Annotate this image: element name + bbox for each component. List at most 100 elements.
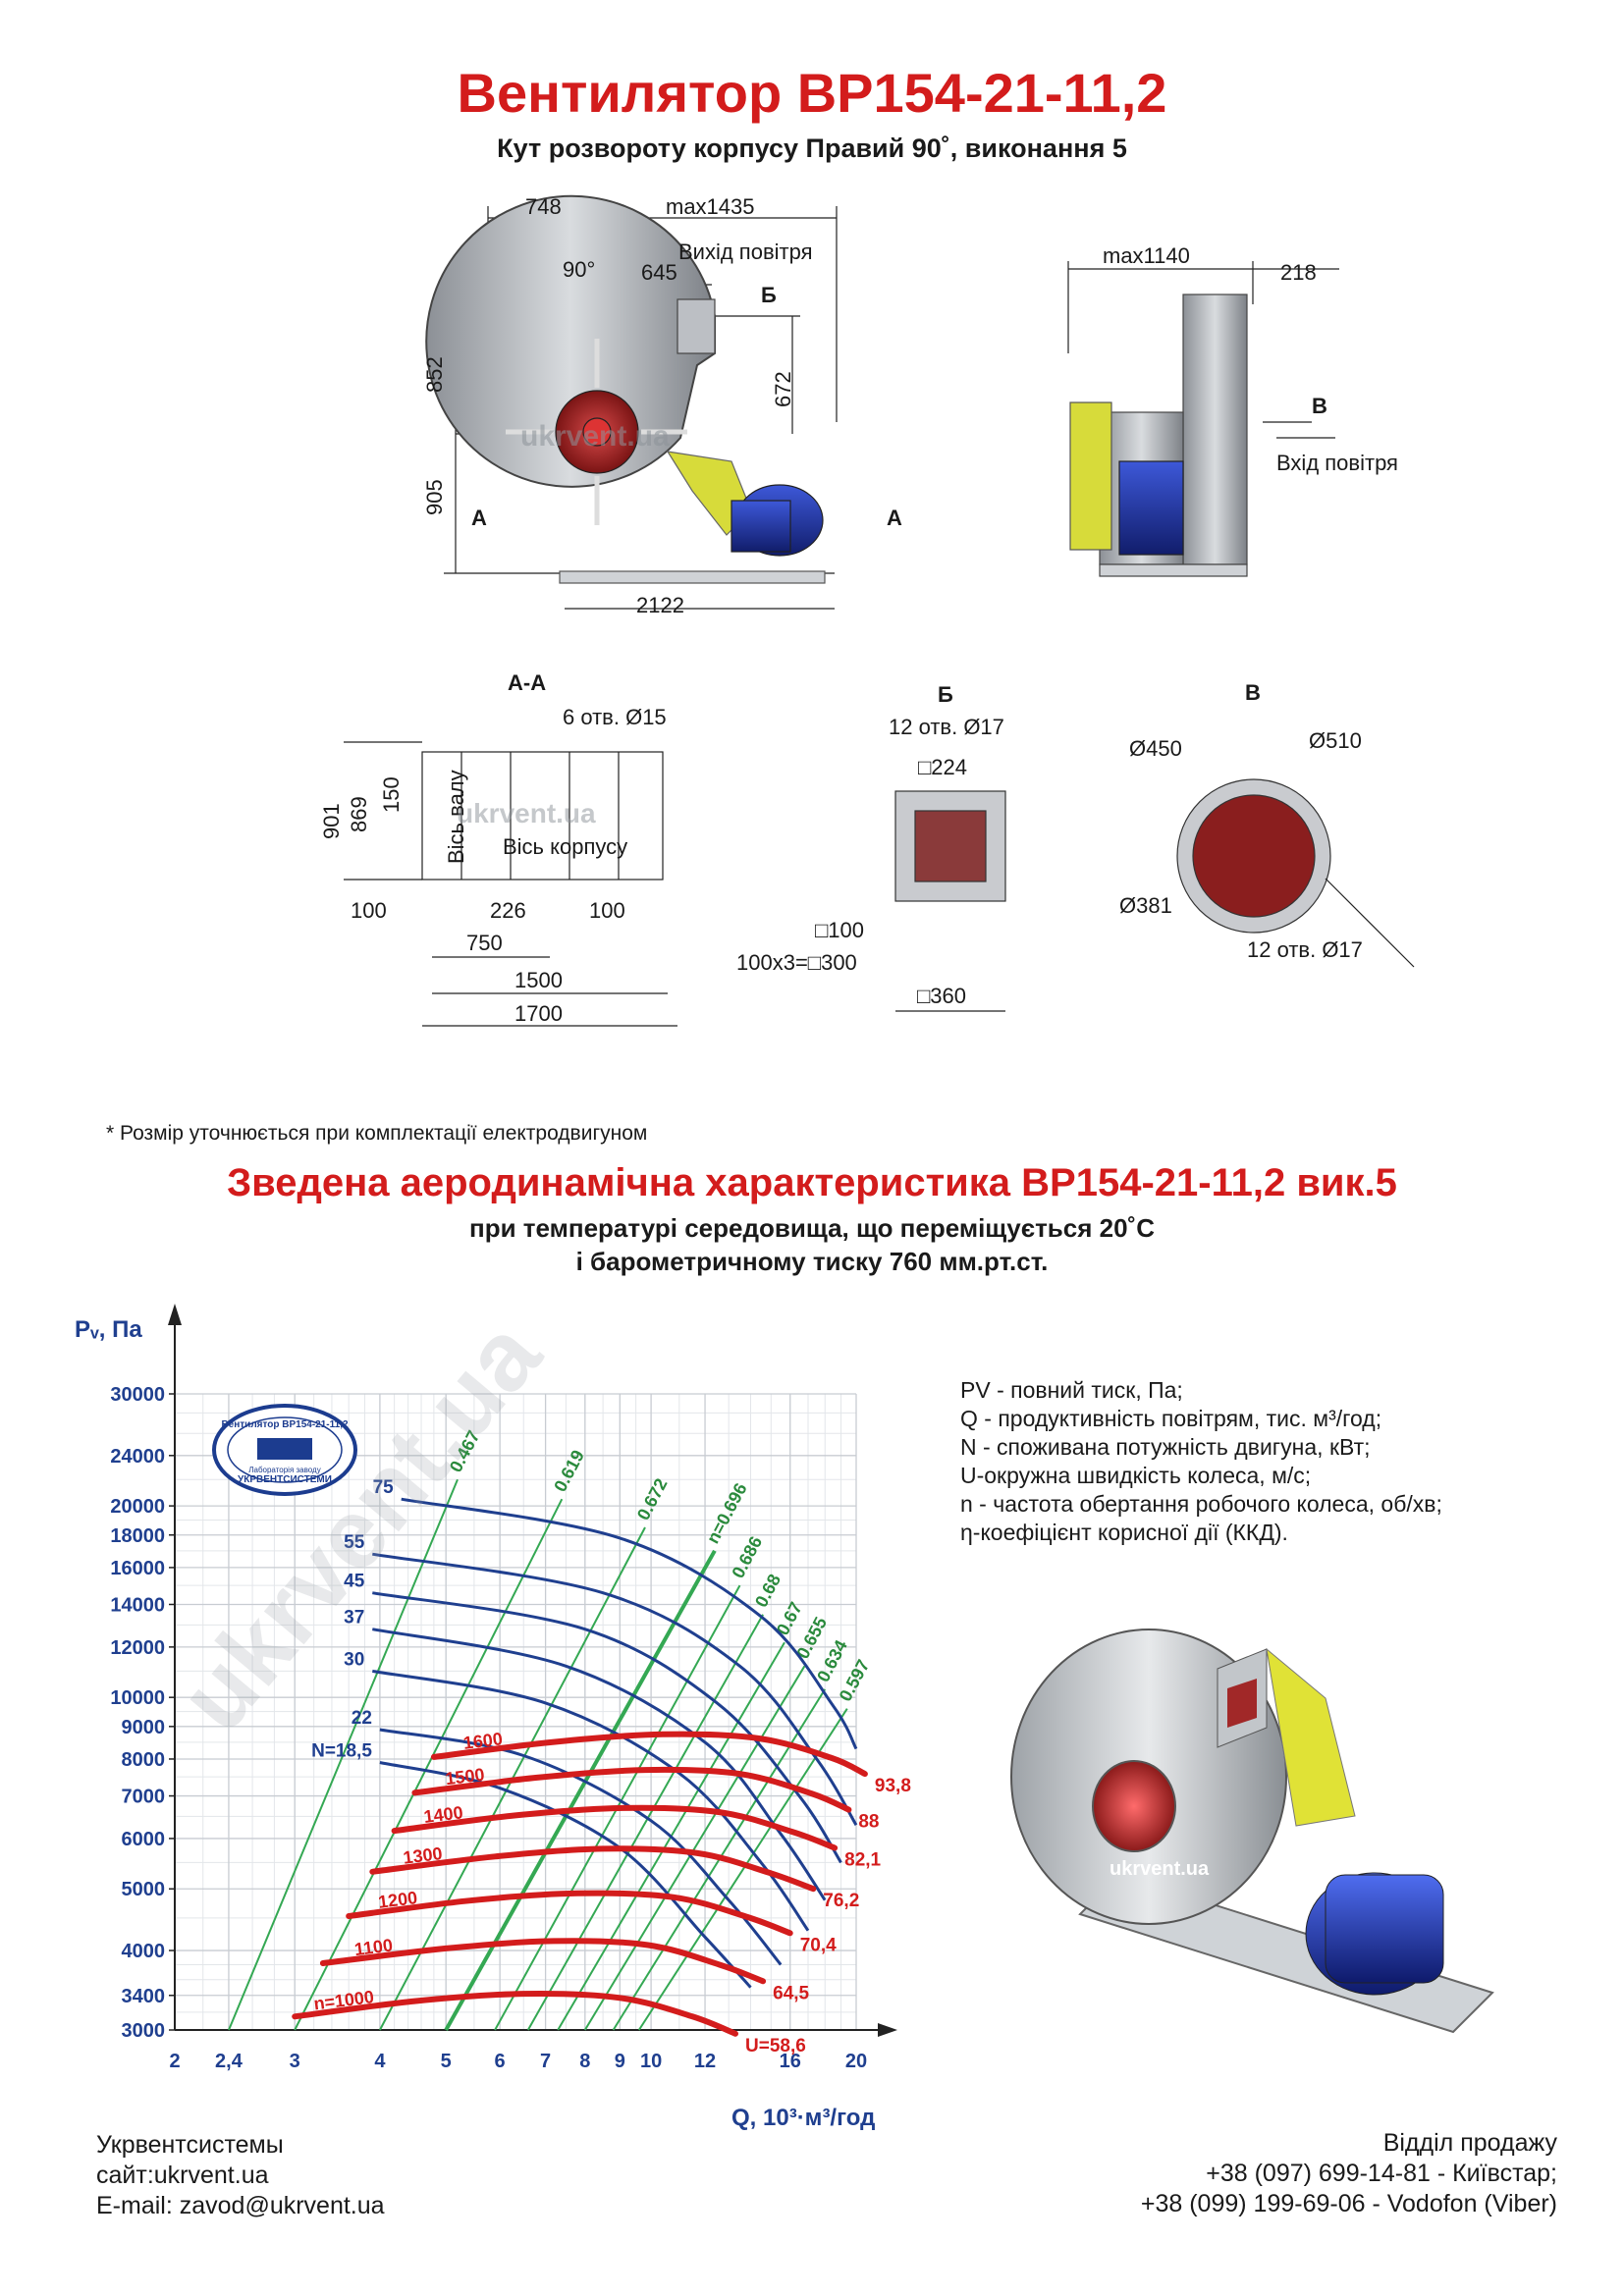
section-v: В Ø450 Ø510 Ø381 12 отв. Ø17 [1119, 680, 1415, 968]
section-b: Б 12 отв. Ø17 □224 □100 100х3=□300 □360 [736, 682, 1006, 1012]
sales-department: Відділ продажу [1382, 2129, 1557, 2157]
y-tick-label: 12000 [110, 1637, 165, 1659]
velocity-label: 93,8 [875, 1776, 911, 1796]
svg-text:100х3=□300: 100х3=□300 [736, 950, 857, 975]
power-line [372, 1591, 842, 1864]
power-label: 45 [344, 1572, 365, 1592]
velocity-label: 70,4 [800, 1935, 837, 1955]
efficiency-line [526, 1614, 764, 2031]
speed-line [346, 1890, 793, 1937]
x-tick-label: 16 [780, 2051, 801, 2072]
y-tick-label: 30000 [110, 1384, 165, 1406]
chart-grid [174, 1393, 857, 2031]
svg-text:100: 100 [351, 898, 387, 923]
svg-text:Вихід повітря: Вихід повітря [678, 240, 813, 264]
front-view: 748 max1435 645 90° Вихід повітря Б 852 … [422, 194, 902, 617]
phone-vodafone[interactable]: +38 (099) 199-69-06 - Vodofon (Viber) [1140, 2190, 1557, 2217]
svg-text:750: 750 [466, 931, 503, 955]
power-line [401, 1497, 858, 1750]
phone-kyivstar[interactable]: +38 (097) 699-14-81 - Київстар; [1206, 2160, 1557, 2187]
speed-lines: n=1000U=58,6110064,5120070,4130076,21400… [292, 1729, 911, 2056]
svg-text:218: 218 [1280, 260, 1317, 285]
page-subtitle: Кут розвороту корпусу Правий 90˚, викона… [497, 133, 1127, 163]
svg-text:□224: □224 [918, 755, 967, 779]
svg-text:В: В [1245, 680, 1261, 705]
x-tick-label: 2 [169, 2051, 180, 2072]
y-axis-arrow [168, 1304, 182, 1325]
x-tick-label: 2,4 [215, 2051, 244, 2072]
email-link[interactable]: E-mail: zavod@ukrvent.ua [96, 2192, 385, 2219]
x-tick-label: 8 [579, 2051, 590, 2072]
svg-text:852: 852 [422, 356, 447, 393]
illustration-watermark: ukrvent.ua [1110, 1858, 1210, 1880]
speed-label: 1600 [462, 1729, 504, 1753]
x-tick-label: 6 [495, 2051, 506, 2072]
svg-text:Ø450: Ø450 [1129, 736, 1182, 761]
x-axis-label: Q, 10³·м³/год [731, 2105, 875, 2131]
svg-text:869: 869 [347, 796, 371, 832]
efficiency-line [637, 1708, 848, 2031]
svg-text:645: 645 [641, 260, 677, 285]
svg-text:УКРВЕНТСИСТЕМИ: УКРВЕНТСИСТЕМИ [238, 1474, 332, 1485]
speed-line [391, 1804, 839, 1851]
x-tick-label: 3 [290, 2051, 300, 2072]
chart-title: Зведена аеродинамічна характеристика ВР1… [227, 1161, 1397, 1204]
svg-text:6 отв. Ø15: 6 отв. Ø15 [563, 705, 667, 729]
svg-text:□100: □100 [815, 918, 864, 942]
power-line [372, 1628, 827, 1901]
section-aa: А-А 6 отв. Ø15 901 869 150 Вісь валу Віс… [319, 670, 677, 1027]
svg-text:Лабораторія заводу: Лабораторія заводу [248, 1466, 320, 1474]
y-tick-label: 18000 [110, 1525, 165, 1547]
x-tick-label: 12 [694, 2051, 716, 2072]
efficiency-line [444, 1549, 717, 2031]
speed-label: 1400 [422, 1802, 463, 1827]
svg-text:Вісь корпусу: Вісь корпусу [503, 834, 627, 859]
power-line [379, 1761, 752, 1989]
svg-text:1500: 1500 [514, 968, 563, 992]
website-link[interactable]: сайт:ukrvent.ua [96, 2162, 269, 2189]
chart-subtitle-1: при температурі середовища, що переміщує… [469, 1213, 1155, 1243]
svg-text:Ø510: Ø510 [1309, 728, 1362, 753]
speed-label: 1200 [377, 1888, 418, 1912]
efficiency-label: 0.686 [728, 1533, 766, 1581]
speed-label: 1500 [444, 1765, 485, 1789]
speed-line [319, 1938, 767, 1985]
svg-text:100: 100 [589, 898, 625, 923]
footer-right: Відділ продажу +38 (097) 699-14-81 - Киї… [1141, 2128, 1557, 2219]
y-tick-label: 3400 [122, 1986, 166, 2007]
y-tick-label: 7000 [122, 1787, 166, 1808]
svg-text:□360: □360 [917, 984, 966, 1008]
velocity-label: 64,5 [773, 1983, 809, 2003]
legend: PV - повний тиск, Па; Q - продуктивність… [960, 1376, 1442, 1547]
power-label: 22 [352, 1708, 372, 1729]
chart-watermark: ukrvent.ua [158, 1300, 563, 1751]
svg-text:max1435: max1435 [666, 194, 755, 219]
efficiency-label: 0.619 [550, 1447, 588, 1495]
company-name: Укрвентсистемы [96, 2131, 284, 2159]
velocity-label: 88 [858, 1812, 879, 1833]
y-tick-label: 5000 [122, 1879, 166, 1900]
svg-text:1700: 1700 [514, 1001, 563, 1026]
svg-text:Б: Б [938, 682, 953, 707]
svg-text:905: 905 [422, 479, 447, 515]
svg-text:150: 150 [379, 776, 404, 813]
svg-text:ukrvent.ua: ukrvent.ua [457, 798, 596, 828]
y-tick-label: 16000 [110, 1558, 165, 1579]
svg-text:2122: 2122 [636, 593, 684, 617]
y-tick-label: 14000 [110, 1594, 165, 1616]
x-tick-label: 10 [640, 2051, 662, 2072]
velocity-label: 76,2 [823, 1891, 859, 1911]
x-tick-label: 4 [374, 2051, 386, 2072]
legend-item: η-коефіцієнт корисної дії (ККД). [960, 1520, 1288, 1545]
svg-text:226: 226 [490, 898, 526, 923]
efficiency-line [228, 1478, 459, 2031]
power-label: 55 [344, 1532, 365, 1553]
y-tick-label: 20000 [110, 1496, 165, 1518]
svg-text:12 отв. Ø17: 12 отв. Ø17 [1247, 937, 1363, 962]
svg-text:В: В [1312, 394, 1327, 418]
svg-text:Вісь валу: Вісь валу [444, 770, 468, 864]
chart-badge: Вентилятор ВР154-21-11,2 Лабораторія зав… [212, 1404, 357, 1496]
power-label: N=18,5 [311, 1741, 372, 1762]
svg-text:max1140: max1140 [1103, 243, 1190, 268]
